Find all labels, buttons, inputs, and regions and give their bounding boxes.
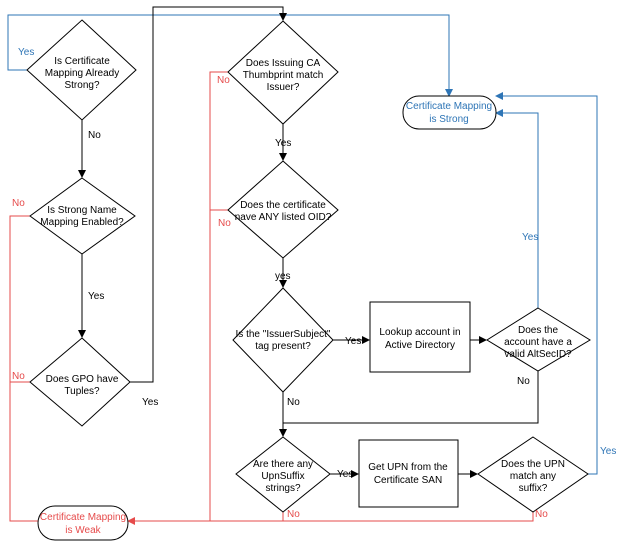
edge-d7-no: [283, 371, 539, 424]
process-get-upn: [358, 439, 459, 508]
edge-label-no: No: [12, 198, 25, 209]
process-label: Lookup account in: [379, 327, 460, 338]
decision-upn-suffix-match: [477, 436, 589, 513]
edge-label-no: No: [517, 376, 530, 387]
decision-listed-oid: [227, 160, 339, 259]
decision-label: Issuer?: [267, 82, 300, 93]
decision-label: Tuples?: [64, 386, 100, 397]
edge-d8-no: [210, 512, 284, 522]
decision-label: Strong?: [64, 80, 99, 91]
decision-label: Is Strong Name: [47, 205, 117, 216]
edge-label-yes: Yes: [142, 397, 158, 408]
edge-d3-yes: [130, 6, 287, 383]
decision-label: match any: [510, 471, 556, 482]
edge-label-yes: Yes: [275, 138, 291, 149]
terminal-mapping-strong: [402, 95, 497, 130]
edge-label-no: No: [12, 371, 25, 382]
edge-label-yes: Yes: [600, 446, 616, 457]
edge-label-no: No: [287, 509, 300, 520]
decision-issuing-ca-thumbprint: [227, 20, 339, 125]
decision-label: Mapping Enabled?: [40, 217, 124, 228]
edge-label-no: No: [88, 130, 101, 141]
decision-label: nave ANY listed OID?: [235, 212, 332, 223]
edge-d4-no: [127, 71, 228, 525]
decision-valid-altsecid: [486, 307, 591, 372]
decision-label: Is the "IssuerSubject": [236, 329, 331, 340]
decision-label: Thumbprint match: [243, 70, 324, 81]
decision-upnsuffix-strings: [235, 436, 331, 513]
edge-label-no: No: [287, 397, 300, 408]
edge-d7-yes: [495, 109, 539, 308]
decision-label: strings?: [265, 483, 300, 494]
edge-label-no: No: [217, 75, 230, 86]
process-label: Get UPN from the: [368, 462, 448, 473]
decision-label: valid AltSecID?: [504, 349, 572, 360]
decision-label: Does GPO have: [46, 374, 119, 385]
edge-label-no: No: [218, 218, 231, 229]
decision-label: Does the UPN: [501, 459, 565, 470]
decision-strong-name-mapping: [29, 177, 136, 255]
terminal-mapping-weak: [37, 505, 129, 541]
decision-certificate-mapping-strong: [26, 19, 137, 121]
decision-label: Mapping Already: [45, 68, 120, 79]
edge-label-no: No: [535, 509, 548, 520]
decision-issuersubject-tag: [232, 287, 334, 393]
decision-gpo-tuples: [29, 337, 131, 427]
decision-label: Does the certificate: [240, 200, 326, 211]
edge-d9-yes: [495, 92, 598, 475]
terminal-label: is Weak: [65, 525, 101, 536]
terminal-label: Certificate Mapping: [40, 512, 126, 523]
edge-label-yes: Yes: [345, 336, 361, 347]
edge-d1-yes: [7, 14, 453, 97]
decision-label: suffix?: [519, 483, 548, 494]
terminal-label: is Strong: [429, 114, 468, 125]
decision-label: tag present?: [255, 341, 311, 352]
decision-label: Does the: [518, 325, 558, 336]
edge-label-yes: Yes: [18, 47, 34, 58]
process-label: Active Directory: [385, 340, 455, 351]
process-label: Certificate SAN: [374, 475, 442, 486]
edge-d2-no: [9, 215, 38, 522]
edge-label-yes: Yes: [522, 232, 538, 243]
edge-d9-no: [283, 512, 534, 522]
edge-label-yes: Yes: [337, 469, 353, 480]
decision-label: Is Certificate: [54, 56, 110, 67]
edge-label-yes: yes: [275, 271, 291, 282]
terminal-label: Certificate Mapping: [406, 101, 492, 112]
decision-label: account have a: [504, 337, 572, 348]
edge-label-yes: Yes: [88, 291, 104, 302]
decision-label: UpnSuffix: [261, 471, 304, 482]
decision-label: Does Issuing CA: [246, 58, 321, 69]
decision-label: Are there any: [253, 459, 313, 470]
process-lookup-account: [369, 301, 471, 373]
